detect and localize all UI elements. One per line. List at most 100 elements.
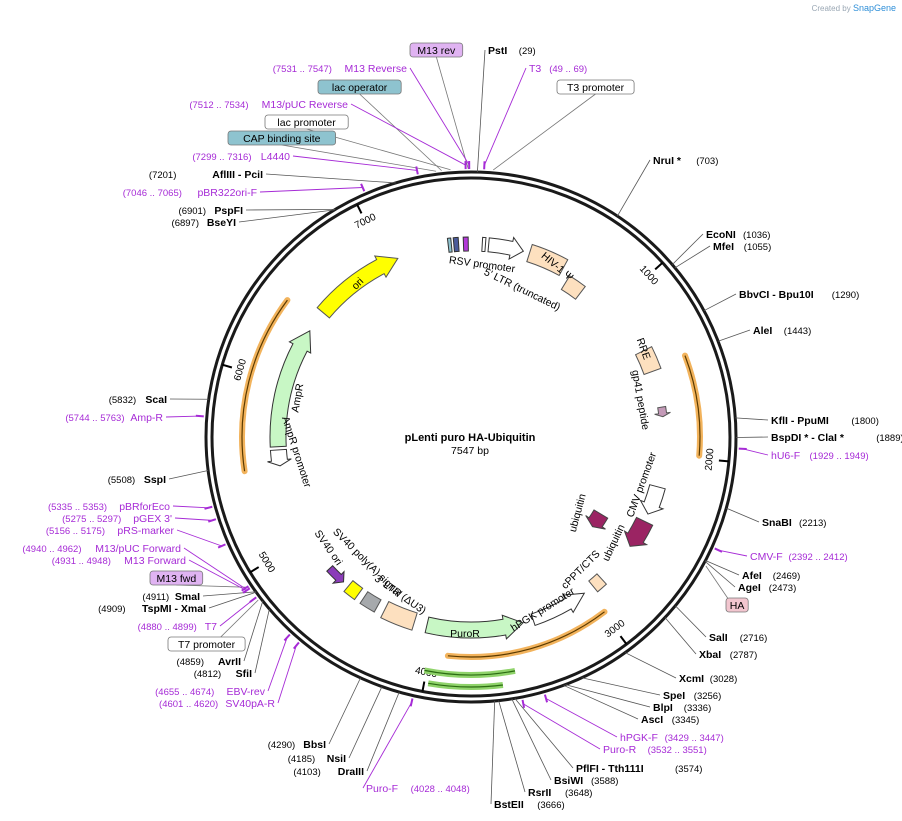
primer-puro-r[interactable]: Puro-R(3532 .. 3551) (603, 744, 707, 756)
primer-m13-puc-forward[interactable]: M13/pUC Forward(4940 .. 4962) (22, 543, 181, 555)
feature-box-lac-operator[interactable]: lac operator (317, 79, 402, 95)
site-nrui[interactable]: NruI *(703) (653, 155, 718, 167)
site-name: SalI (709, 632, 728, 644)
site-smai[interactable]: SmaI(4911) (142, 591, 200, 603)
site-sfii[interactable]: SfiI(4812) (194, 668, 252, 680)
orf-arc-core (447, 611, 605, 658)
primer-cmv-f[interactable]: CMV-F(2392 .. 2412) (750, 551, 848, 563)
primer-position: (2392 .. 2412) (789, 552, 848, 563)
site-mfei[interactable]: MfeI(1055) (713, 241, 771, 253)
primer-mark (714, 547, 723, 553)
site-bbsi[interactable]: BbsI(4290) (268, 739, 326, 751)
site-pflfi-tth111i[interactable]: PflFI - Tth111I(3574) (576, 763, 702, 775)
primer-ebv-rev[interactable]: EBV-rev(4655 .. 4674) (155, 686, 266, 698)
site-avrii[interactable]: AvrII(4859) (177, 656, 242, 668)
leader-line (581, 677, 661, 696)
site-name: XbaI (699, 649, 721, 661)
feature-box-lac-promoter[interactable]: lac promoter (264, 114, 349, 130)
site-blpi[interactable]: BlpI(3336) (653, 702, 711, 714)
primer-pbrforeco[interactable]: pBRforEco(5335 .. 5353) (48, 501, 170, 513)
site-scai[interactable]: ScaI(5832) (109, 394, 167, 406)
site-position: (5832) (109, 395, 136, 406)
snapgene-brand: Created by SnapGene (812, 3, 896, 13)
site-alei[interactable]: AleI(1443) (753, 325, 811, 337)
site-sali[interactable]: SalI(2716) (709, 632, 767, 644)
site-name: RsrII (528, 787, 551, 799)
site-name: BsiWI (554, 775, 583, 787)
site-agei[interactable]: AgeI(2473) (738, 582, 796, 594)
site-bseyi[interactable]: BseYI(6897) (172, 217, 237, 229)
primer-hu6-f[interactable]: hU6-F(1929 .. 1949) (771, 450, 869, 462)
primer-amp-r[interactable]: Amp-R(5744 .. 5763) (65, 412, 163, 424)
site-bspdi-clai[interactable]: BspDI * - ClaI *(1889) (771, 432, 902, 444)
feature-box-cap-binding-site[interactable]: CAP binding site (227, 130, 336, 146)
feature-label-ampr: AmpR (289, 382, 306, 413)
feature-leader-line (281, 144, 437, 172)
feature-box-label: HA (730, 600, 745, 612)
m13-rev-block (462, 236, 469, 252)
feature-box-m13-fwd[interactable]: M13 fwd (149, 570, 204, 586)
feature-box-t3-promoter[interactable]: T3 promoter (556, 79, 635, 95)
primer-t7[interactable]: T7(4880 .. 4899) (138, 621, 218, 633)
site-bsiwi[interactable]: BsiWI(3588) (554, 775, 618, 787)
site-sspi[interactable]: SspI(5508) (108, 474, 166, 486)
site-bbvci-bpu10i[interactable]: BbvCI - Bpu10I(1290) (739, 289, 859, 301)
feature-box-t7-promoter[interactable]: T7 promoter (167, 636, 246, 652)
primer-l4440[interactable]: L4440(7299 .. 7316) (192, 151, 290, 163)
primer-puro-f[interactable]: Puro-F(4028 .. 4048) (366, 783, 470, 795)
site-tspmi-xmai[interactable]: TspMI - XmaI(4909) (98, 603, 206, 615)
orf-arc-core (241, 299, 288, 472)
primer-mark (242, 587, 251, 594)
site-snabi[interactable]: SnaBI(2213) (762, 517, 826, 529)
site-bsteii[interactable]: BstEII(3666) (494, 799, 565, 811)
primer-leader-line (172, 505, 209, 509)
leader-line (563, 684, 639, 720)
site-afliii-pcii[interactable]: AflIII - PciI(7201) (149, 169, 263, 181)
site-xbai[interactable]: XbaI(2787) (699, 649, 757, 661)
site-pspfi[interactable]: PspFI(6901) (179, 205, 244, 217)
leader-line (704, 560, 736, 588)
site-position: (4859) (177, 657, 204, 668)
site-xcmi[interactable]: XcmI(3028) (679, 673, 737, 685)
feature-leader-line (493, 93, 596, 171)
primer-prs-marker[interactable]: pRS-marker(5156 .. 5175) (46, 525, 175, 537)
feature-box (725, 597, 749, 613)
site-afei[interactable]: AfeI(2469) (742, 570, 800, 582)
site-position: (2213) (799, 518, 826, 529)
primer-name: pGEX 3' (133, 513, 172, 525)
site-draiii[interactable]: DraIII(4103) (293, 766, 364, 778)
site-spei[interactable]: SpeI(3256) (663, 690, 721, 702)
leader-line (624, 652, 677, 679)
primer-position: (7512 .. 7534) (189, 100, 248, 111)
sv40pa-shape (359, 591, 382, 613)
leader-line (366, 691, 400, 772)
site-name: TspMI - XmaI (142, 603, 206, 615)
site-rsrii[interactable]: RsrII(3648) (528, 787, 592, 799)
feature-box-ha[interactable]: HA (725, 597, 749, 613)
site-nsii[interactable]: NsiI(4185) (288, 753, 346, 765)
primer-m13-puc-reverse[interactable]: M13/pUC Reverse(7512 .. 7534) (189, 99, 348, 111)
feature-box (317, 79, 402, 95)
leader-line (490, 700, 496, 805)
leader-line (476, 49, 486, 173)
feature-box-m13-rev[interactable]: M13 rev (409, 42, 464, 58)
primer-m13-reverse[interactable]: M13 Reverse(7531 .. 7547) (273, 63, 407, 75)
leader-line (735, 417, 769, 421)
tick-mark (654, 261, 664, 271)
primer-leader-line (174, 517, 213, 521)
feature-box-label: lac operator (332, 82, 388, 94)
primer-hpgk-f[interactable]: hPGK-F(3429 .. 3447) (620, 732, 724, 744)
primer-m13-forward[interactable]: M13 Forward(4931 .. 4948) (52, 555, 186, 567)
primer-pbr322ori-f[interactable]: pBR322ori-F(7046 .. 7065) (123, 187, 257, 199)
site-psti[interactable]: PstI(29) (488, 45, 536, 57)
site-name: MfeI (713, 241, 734, 253)
ampr-promoter-shape (267, 448, 292, 467)
site-asci[interactable]: AscI(3345) (641, 714, 699, 726)
primer-t3[interactable]: T3(49 .. 69) (529, 63, 587, 75)
primer-leader-line (188, 559, 247, 591)
primer-sv40pa-r[interactable]: SV40pA-R(4601 .. 4620) (159, 698, 275, 710)
site-kfli-ppumi[interactable]: KflI - PpuMI(1800) (771, 415, 879, 427)
site-econi[interactable]: EcoNI(1036) (706, 229, 770, 241)
primer-pgex-3[interactable]: pGEX 3'(5275 .. 5297) (62, 513, 172, 525)
tick-mark (619, 635, 628, 645)
